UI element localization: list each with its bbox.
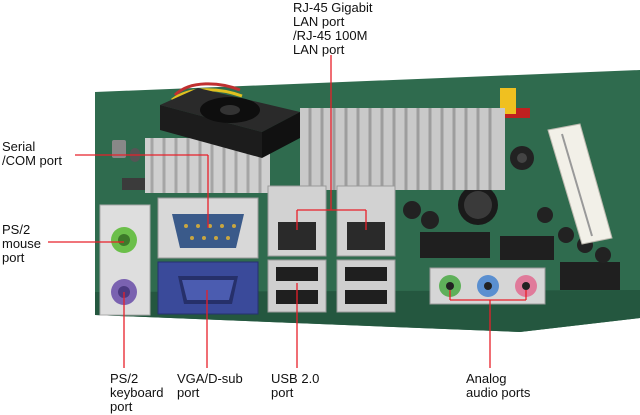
rj45-port-icon xyxy=(267,185,396,257)
fan-icon xyxy=(160,88,300,158)
ps2-mouse-port-label: PS/2 mouse port xyxy=(2,222,42,265)
pci-slot-icon xyxy=(547,123,613,245)
ps2-keyboard-port-label: PS/2 keyboard port xyxy=(110,371,164,414)
vga-port-label: VGA/D-sub port xyxy=(177,371,243,400)
ps2-port-icon xyxy=(99,204,151,316)
usb-port-label: USB 2.0 port xyxy=(271,371,320,400)
yellow-connector xyxy=(500,88,516,114)
rj45-port-label: RJ-45 Gigabit LAN port /RJ-45 100M LAN p… xyxy=(293,0,373,57)
audio-ports-label: Analog audio ports xyxy=(466,371,531,400)
callout-lines xyxy=(48,55,527,368)
vga-port-icon xyxy=(157,261,259,315)
chip-c xyxy=(560,262,620,290)
chip-b xyxy=(500,236,554,260)
audio-jack-icon xyxy=(429,267,546,305)
chip-a xyxy=(420,232,490,258)
serial-port-label: Serial /COM port xyxy=(2,139,62,168)
